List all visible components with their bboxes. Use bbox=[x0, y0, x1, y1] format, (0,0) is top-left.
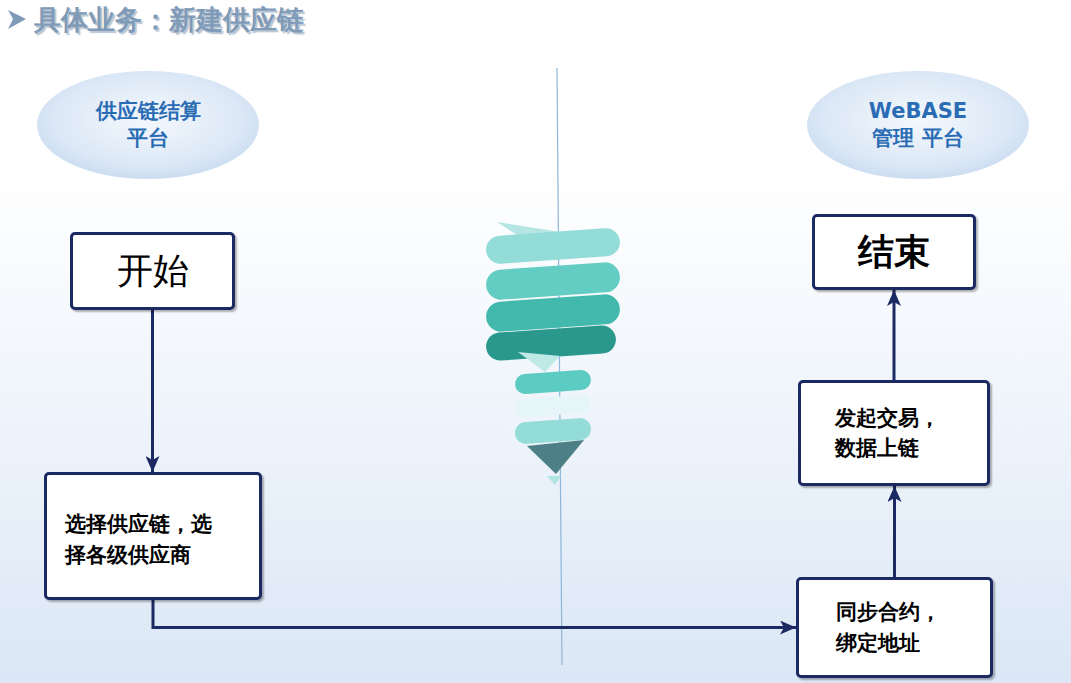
flow-arrow bbox=[151, 310, 154, 472]
ellipse-outline bbox=[806, 70, 1030, 180]
flow-arrow bbox=[893, 290, 896, 380]
flow-arrow bbox=[893, 486, 896, 577]
process-box: 发起交易， 数据上链 bbox=[798, 380, 990, 486]
divider-line bbox=[557, 68, 562, 665]
process-box: 选择供应链，选择各级供应商 bbox=[44, 472, 262, 600]
node-label: 结束 bbox=[858, 228, 930, 277]
platform-ellipse: 供应链结算 平台 bbox=[36, 70, 260, 180]
page-title: 具体业务：新建供应链 bbox=[34, 2, 304, 38]
node-label: 开始 bbox=[117, 247, 189, 296]
lightbulb-illustration bbox=[485, 222, 621, 485]
ellipse-outline bbox=[36, 70, 260, 180]
platform-ellipse: WeBASE管理 平台 bbox=[806, 70, 1030, 180]
bullet-arrow bbox=[8, 10, 26, 29]
node-label: 选择供应链，选择各级供应商 bbox=[65, 509, 229, 572]
node-label: 供应链结算 平台 bbox=[89, 98, 207, 153]
node-label: WeBASE管理 平台 bbox=[859, 98, 977, 153]
start-box: 开始 bbox=[70, 232, 235, 310]
node-label: 同步合约， 绑定地址 bbox=[836, 597, 954, 658]
process-box: 同步合约， 绑定地址 bbox=[796, 577, 993, 678]
flow-arrow bbox=[153, 600, 796, 628]
node-label: 发起交易， 数据上链 bbox=[835, 403, 953, 464]
end-box: 结束 bbox=[812, 214, 976, 290]
